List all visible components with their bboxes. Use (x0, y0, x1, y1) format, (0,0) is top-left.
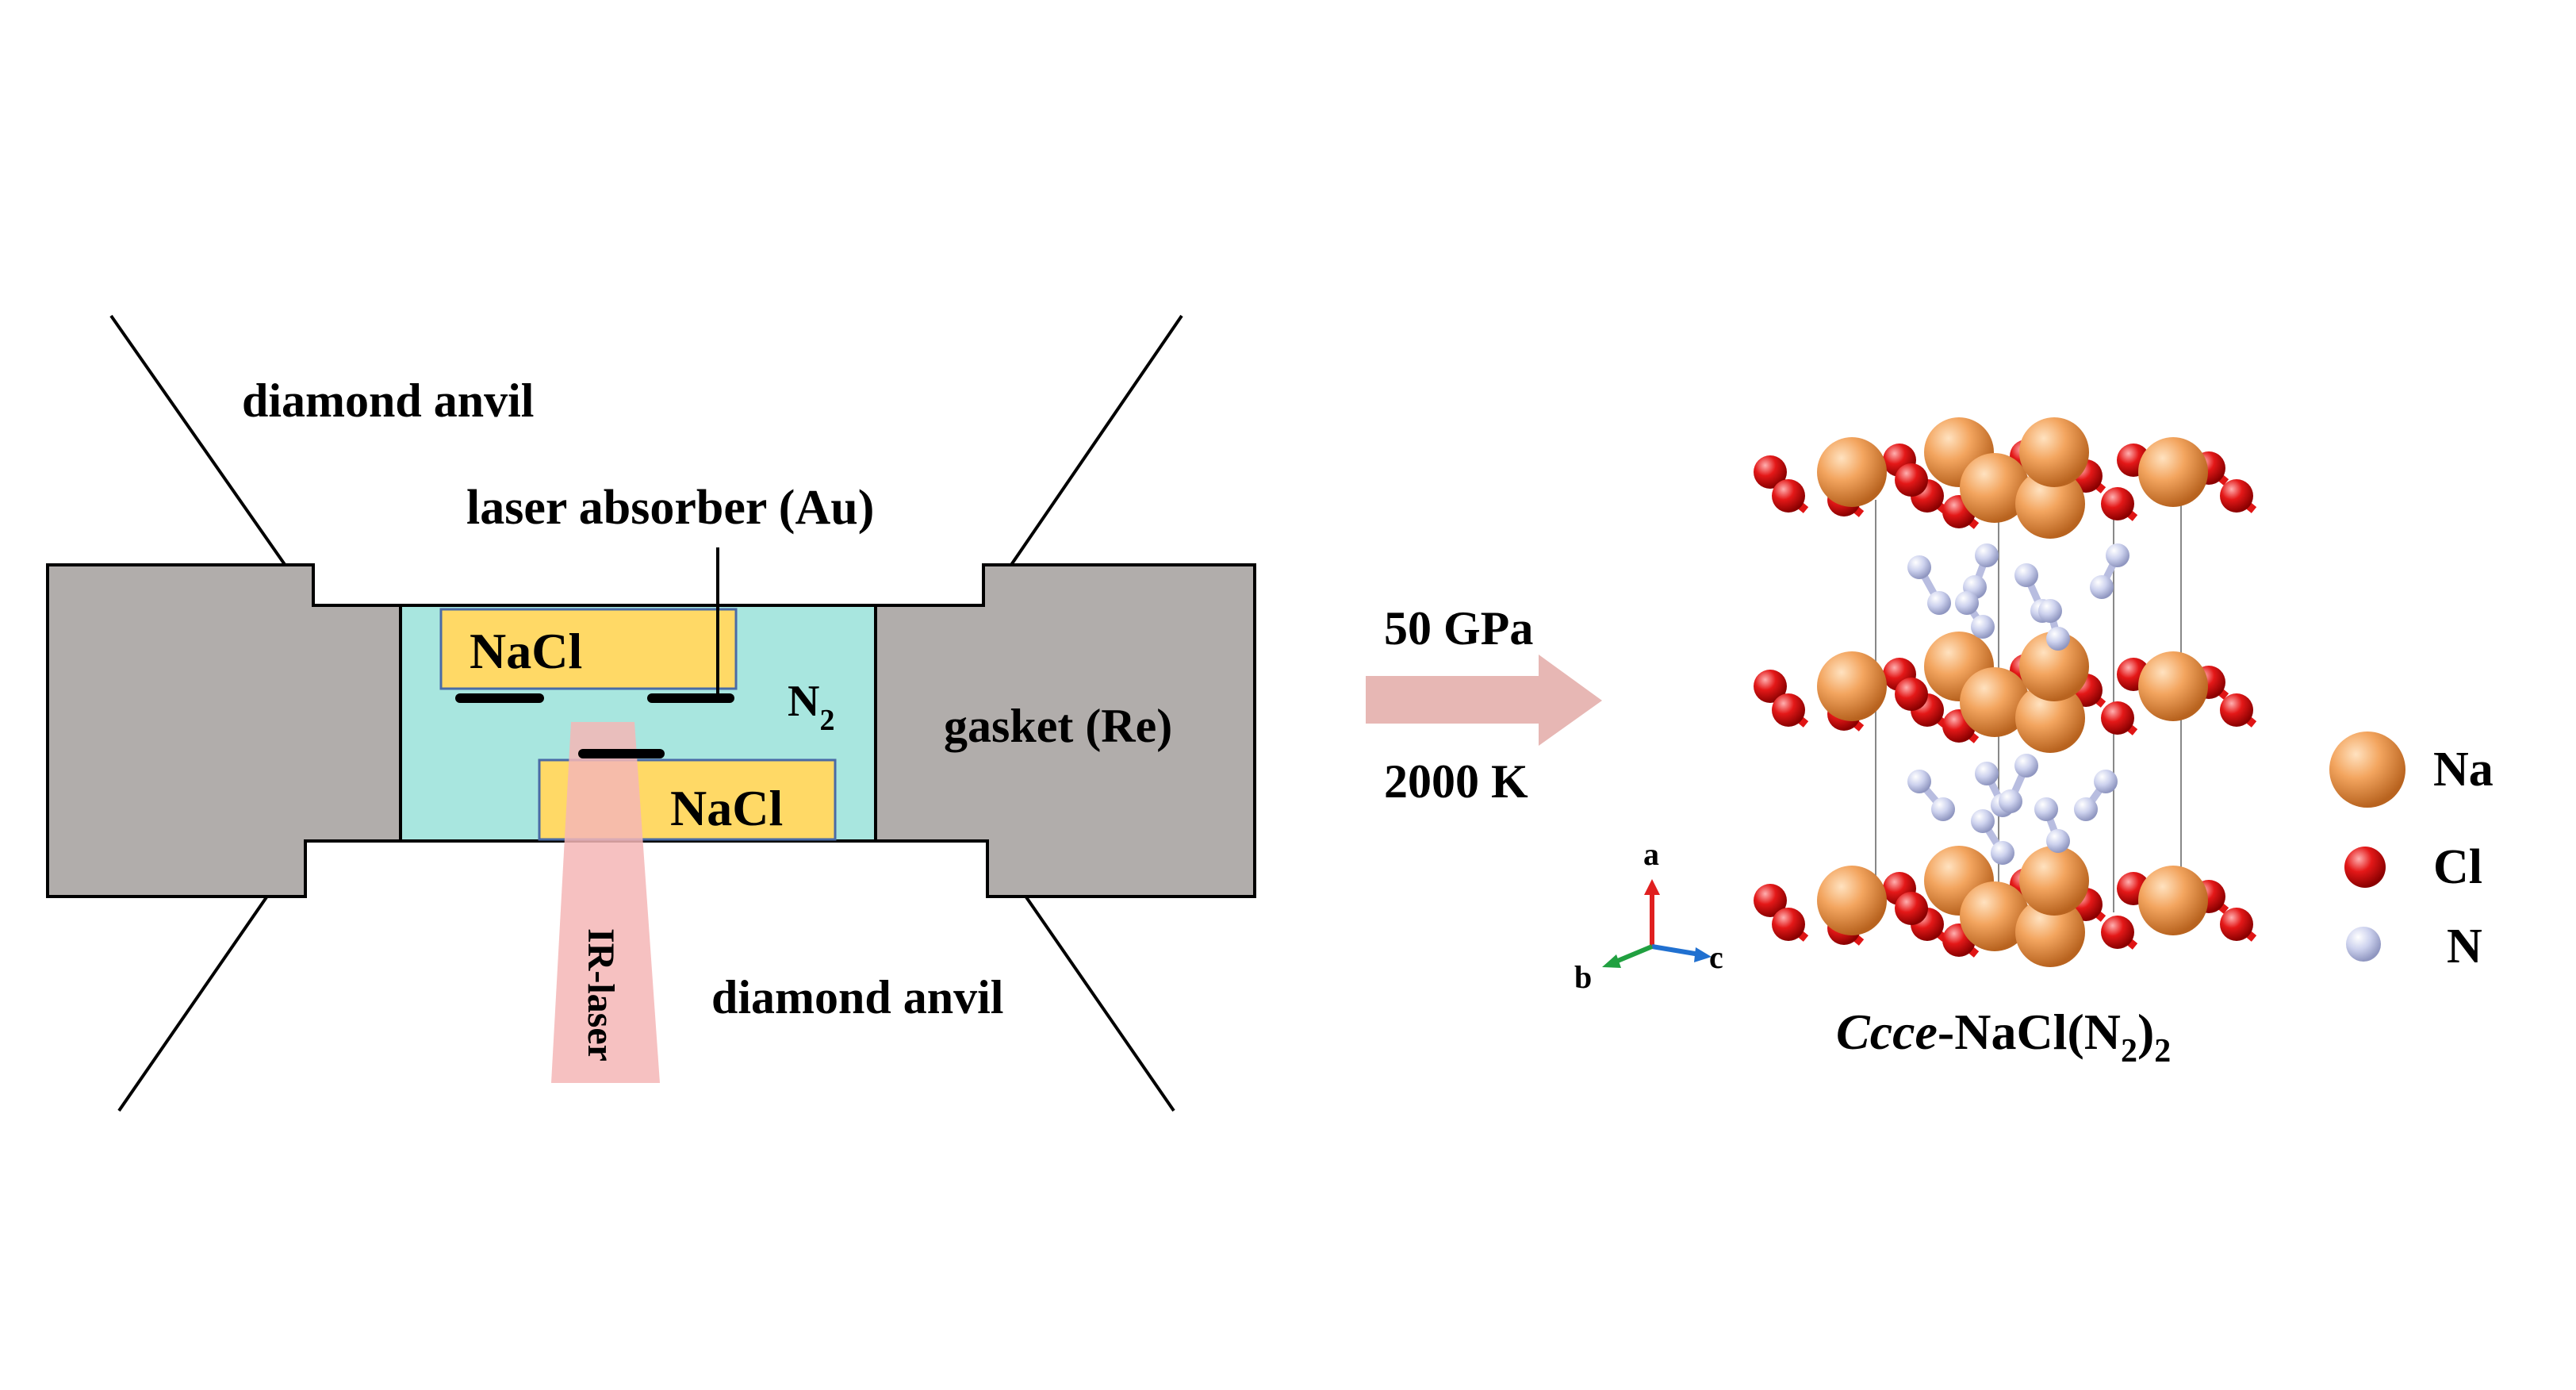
gasket-label: gasket (Re) (944, 700, 1172, 752)
na-atom-0-2 (1960, 453, 2030, 523)
cl-atom-2-10 (2220, 908, 2253, 941)
n-atom-10b (1991, 841, 2014, 865)
nacl-top-block (439, 608, 738, 690)
cl-atom-1-0 (1754, 670, 1787, 703)
nacl-top-label: NaCl (470, 623, 582, 679)
conditions: 50 GPa 2000 K (1366, 602, 1602, 808)
temperature-label: 2000 K (1384, 755, 1528, 808)
cl-atom-2-0 (1754, 884, 1787, 917)
n-atom-3b (2090, 575, 2114, 599)
n2-label: N2 (788, 677, 834, 737)
na-atom-2-0 (1817, 866, 1887, 935)
n-atom-6b (1931, 797, 1955, 821)
legend-cl-label: Cl (2433, 840, 2482, 894)
axis-a-label: a (1643, 836, 1659, 872)
n-atom-0b (1927, 591, 1951, 615)
axis-a-head (1644, 879, 1660, 895)
pressure-label: 50 GPa (1384, 602, 1533, 655)
na-atom-2-2 (1960, 881, 2030, 951)
structure-formula: Ccce-NaCl(N2)2 (1836, 1004, 2171, 1069)
n-atom-8b (1999, 789, 2022, 813)
gasket-right (874, 563, 1256, 898)
diamond-anvil-cell: NaCl NaCl IR-laser diamond anvil laser a… (46, 314, 1256, 1112)
na-atom-0-5 (2019, 417, 2089, 487)
n-atom-5a (2038, 599, 2062, 623)
na-atom-1-3 (2015, 683, 2085, 753)
cl-atom-2-1 (1772, 908, 1805, 941)
ir-laser-label: IR-laser (580, 928, 622, 1062)
legend-n-swatch (2346, 927, 2381, 962)
axis-b-arrow (1612, 944, 1654, 965)
n-atom-2a (2014, 563, 2038, 587)
na-atom-2-3 (2015, 897, 2085, 967)
reaction-arrow (1366, 655, 1602, 746)
na-atom-0-4 (2138, 437, 2208, 507)
n-atom-5b (2046, 627, 2070, 651)
cl-atom-2-12 (1895, 892, 1928, 925)
cl-atom-0-8 (2101, 487, 2134, 520)
cl-atom-0-1 (1772, 479, 1805, 513)
n-atom-7a (1975, 762, 1999, 785)
axis-triad: a b c (1574, 836, 1723, 995)
n-atom-3a (2106, 543, 2129, 567)
na-atom-1-0 (1817, 651, 1887, 721)
axis-c-head (1694, 947, 1712, 962)
n-atom-9a (2094, 770, 2118, 793)
n-atom-4a (1955, 591, 1979, 615)
crystal-structure (1754, 417, 2257, 967)
cl-atom-1-12 (1895, 678, 1928, 711)
n-atom-11a (2034, 797, 2058, 821)
cl-atom-1-10 (2220, 693, 2253, 727)
cl-atom-2-8 (2101, 916, 2134, 949)
n-atom-4b (1971, 615, 1995, 639)
cl-atom-0-10 (2220, 479, 2253, 513)
nacl-bottom-label: NaCl (670, 780, 783, 836)
na-atom-1-4 (2138, 651, 2208, 721)
cl-atom-0-0 (1754, 455, 1787, 489)
axis-c-arrow (1651, 944, 1700, 957)
n-atom-6a (1907, 770, 1931, 793)
diamond-anvil-top-outline (109, 314, 1183, 607)
na-atom-1-2 (1960, 667, 2030, 737)
na-atom-2-5 (2019, 846, 2089, 916)
legend-na-label: Na (2433, 743, 2494, 797)
cl-atom-1-1 (1772, 693, 1805, 727)
ir-laser-beam (551, 722, 660, 1083)
cl-atom-0-12 (1895, 463, 1928, 497)
n-atom-0a (1907, 555, 1931, 579)
na-atom-2-4 (2138, 866, 2208, 935)
diamond-anvil-bottom-label: diamond anvil (711, 971, 1003, 1023)
n-atom-8a (2014, 754, 2038, 778)
n-atom-11b (2046, 829, 2070, 853)
axis-c-label: c (1709, 939, 1723, 975)
axis-b-label: b (1574, 959, 1592, 995)
gasket-left (46, 563, 402, 898)
n-atom-1a (1975, 543, 1999, 567)
diamond-anvil-top-label: diamond anvil (242, 374, 534, 427)
legend-n-label: N (2447, 920, 2482, 973)
laser-absorber-label: laser absorber (Au) (466, 481, 874, 535)
n-atom-10a (1971, 809, 1995, 833)
na-atom-0-3 (2015, 469, 2085, 539)
legend-cl-swatch (2344, 847, 2386, 888)
atom-legend: Na Cl N (2329, 731, 2494, 973)
na-atom-0-0 (1817, 437, 1887, 507)
axis-b-head (1602, 954, 1621, 968)
cl-atom-1-8 (2101, 701, 2134, 735)
na-atom-1-5 (2019, 632, 2089, 701)
legend-na-swatch (2329, 731, 2405, 808)
n-atom-9b (2074, 797, 2098, 821)
